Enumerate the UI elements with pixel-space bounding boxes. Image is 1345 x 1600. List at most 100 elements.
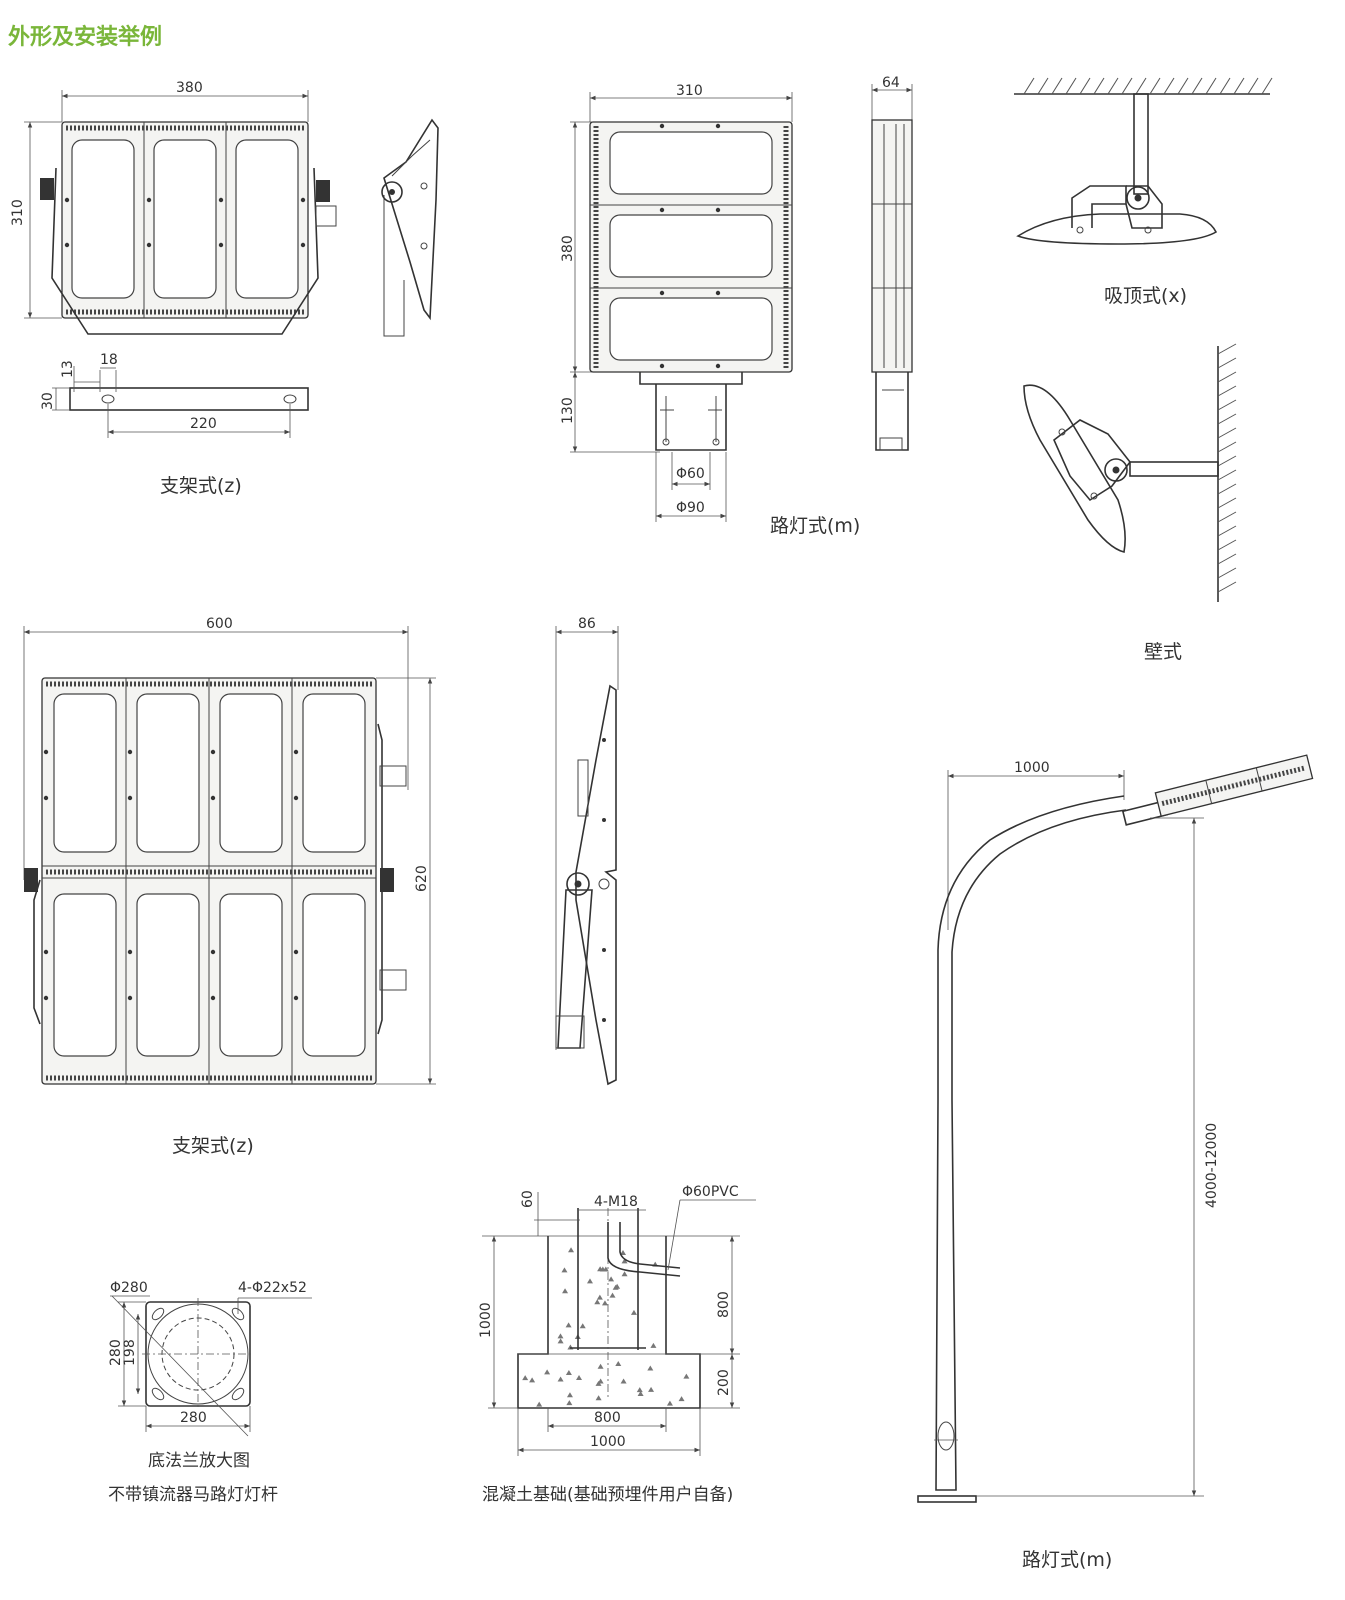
concrete-speck [666, 1400, 673, 1406]
pipe-inner-label: Φ60 [676, 466, 705, 482]
foundation-lower-label: 200 [716, 1369, 732, 1396]
hatch-mark [1261, 77, 1273, 95]
hatch-mark [1051, 77, 1063, 95]
ceiling-caption: 吸顶式(x) [1104, 285, 1187, 307]
concrete-speck [608, 1276, 615, 1282]
concrete-speck [536, 1401, 543, 1407]
concrete-speck [601, 1300, 608, 1306]
flange-holes-label: 4-Φ22x52 [238, 1280, 307, 1296]
hatch-mark [1217, 413, 1237, 425]
hatch-mark [1163, 77, 1175, 95]
bracket-large-width-label: 600 [206, 616, 233, 632]
concrete-speck [586, 1278, 593, 1284]
concrete-speck [620, 1249, 627, 1255]
concrete-speck [683, 1373, 690, 1379]
luminaire-side-profile [383, 118, 439, 321]
street-small-width-label: 310 [676, 83, 703, 99]
hatch-mark [1065, 77, 1077, 95]
hatch-mark [1217, 567, 1237, 579]
bracket-thickness-label: 30 [40, 392, 56, 410]
hatch-mark [1079, 77, 1091, 95]
hatch-mark [1219, 77, 1231, 95]
concrete-speck [647, 1365, 654, 1371]
hatch-mark [1217, 539, 1237, 551]
wall-view: 壁式 [1023, 343, 1237, 663]
hatch-mark [1217, 581, 1237, 593]
pipe-outer-label: Φ90 [676, 500, 705, 516]
hatch-mark [1121, 77, 1133, 95]
foundation-pipe-label: Φ60PVC [682, 1184, 739, 1200]
luminaire-side-profile [575, 684, 617, 1086]
hatch-mark [1247, 77, 1259, 95]
bracket-small-view: 380 310 1 [10, 80, 439, 497]
knob-icon [40, 178, 54, 200]
flange-caption-2: 不带镇流器马路灯灯杆 [108, 1485, 278, 1505]
foundation-bolts-label: 4-M18 [594, 1194, 638, 1210]
hatch-mark [1217, 371, 1237, 383]
mounting-bracket-plate [69, 387, 309, 411]
street-small-mount-label: 130 [560, 397, 576, 424]
flange-view: Φ280 4-Φ22x52 280 198 280 底法兰放大图 不带镇流器马路… [108, 1280, 312, 1505]
concrete-speck [557, 1338, 564, 1344]
hatch-mark [1217, 441, 1237, 453]
hatch-mark [1217, 399, 1237, 411]
concrete-speck [562, 1288, 569, 1294]
hatch-mark [1149, 77, 1161, 95]
bracket-large-depth-label: 86 [578, 616, 596, 632]
pole-arm-label: 1000 [1014, 760, 1050, 776]
knob-icon [316, 180, 330, 202]
hatch-mark [1217, 427, 1237, 439]
pole-view: 1000 4000-12000 路灯式(m) [917, 754, 1314, 1571]
concrete-speck [636, 1387, 643, 1393]
concrete-speck [566, 1400, 573, 1406]
foundation-outer-w-label: 1000 [590, 1434, 626, 1450]
bracket-span-label: 220 [190, 416, 217, 432]
hatch-mark [1217, 343, 1237, 355]
concrete-speck [565, 1322, 572, 1328]
concrete-speck [595, 1395, 602, 1401]
concrete-speck [609, 1292, 616, 1298]
concrete-speck [565, 1369, 572, 1375]
concrete-speck [568, 1247, 575, 1253]
hatch-mark [1217, 385, 1237, 397]
hatch-mark [1135, 77, 1147, 95]
hatch-mark [1217, 525, 1237, 537]
hatch-mark [1205, 77, 1217, 95]
concrete-speck [621, 1271, 628, 1277]
street-small-height-label: 380 [560, 235, 576, 262]
flange-caption-1: 底法兰放大图 [148, 1451, 250, 1471]
flange-diameter-label: Φ280 [110, 1280, 148, 1296]
foundation-upper-label: 800 [716, 1291, 732, 1318]
concrete-speck [678, 1396, 685, 1402]
bracket-hole-label: 18 [100, 352, 118, 368]
concrete-speck [594, 1299, 601, 1305]
hatch-mark [1177, 77, 1189, 95]
bracket-offset-label: 13 [60, 360, 76, 378]
concrete-speck [579, 1323, 586, 1329]
pole-luminaire [1121, 754, 1314, 826]
pivot-icon [566, 872, 590, 896]
concrete-speck [648, 1386, 655, 1392]
concrete-speck [621, 1258, 628, 1264]
foundation-inner-w-label: 800 [594, 1410, 621, 1426]
flange-size-v-label: 280 [108, 1339, 124, 1366]
pole-caption: 路灯式(m) [1022, 1549, 1112, 1571]
hatch-mark [1217, 469, 1237, 481]
concrete-speck [566, 1392, 573, 1398]
pivot-icon [381, 181, 403, 203]
wall-caption: 壁式 [1144, 641, 1182, 663]
concrete-speck [557, 1376, 564, 1382]
concrete-speck [615, 1361, 622, 1367]
flange-inner-v-label: 198 [122, 1339, 138, 1366]
concrete-speck [620, 1378, 627, 1384]
hatch-mark [1191, 77, 1203, 95]
foundation-top-label: 60 [520, 1190, 536, 1208]
ceiling-view: 吸顶式(x) [1014, 77, 1273, 307]
hatch-mark [1217, 483, 1237, 495]
concrete-speck [597, 1363, 604, 1369]
hatch-mark [1217, 455, 1237, 467]
bracket-large-view: 600 620 [23, 616, 619, 1157]
bracket-small-height-label: 310 [10, 199, 26, 226]
bracket-large-height-label: 620 [414, 865, 430, 892]
